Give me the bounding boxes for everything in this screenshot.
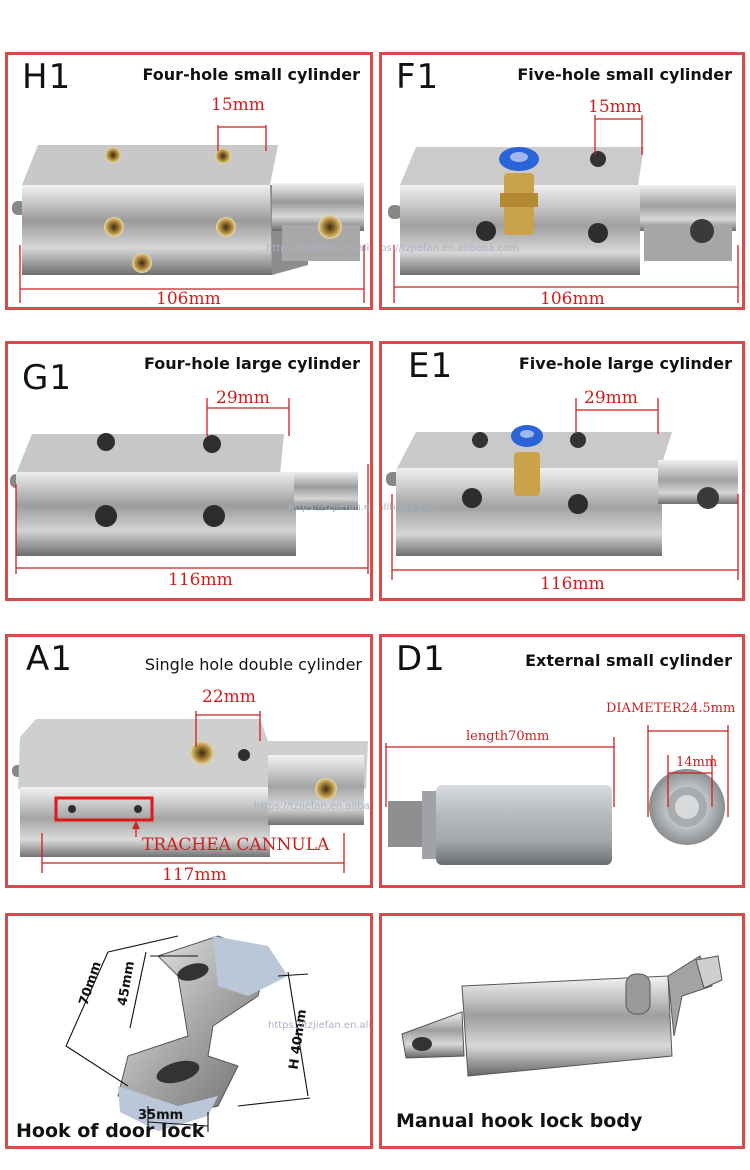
panel-f1: F1 Five-hole small cylinder 15mm 106mm h… <box>379 52 745 310</box>
manual-hook-lock-illustration <box>401 955 723 1077</box>
watermark: https://tzjiefan.en.alibaba.com <box>268 1020 372 1031</box>
panel-code: A1 <box>26 639 73 679</box>
hole-spacing-label: 15mm <box>211 95 265 115</box>
panel-manual-hook-lock-body: Manual hook lock body <box>379 913 745 1149</box>
f1-cylinder-illustration <box>388 115 739 303</box>
hole-spacing-label: 29mm <box>216 388 270 408</box>
watermark: https://tzjiefan.en.alibaba.com <box>254 801 370 812</box>
panel-a1: A1 Single hole double cylinder 22mm TRAC… <box>5 634 373 888</box>
inner-diameter-label: 14mm <box>676 755 718 770</box>
watermark: https://tzjiefan.en.alibaba.com <box>379 243 519 254</box>
length-label: 116mm <box>540 574 605 594</box>
a1-cylinder-illustration <box>12 711 368 873</box>
panel-code: H1 <box>22 57 72 97</box>
d1-cylinder-illustration <box>385 725 729 865</box>
panel-h1: H1 Four-hole small cylinder 15mm 106mm h… <box>5 52 373 310</box>
panel-title: External small cylinder <box>525 651 732 670</box>
panel-title: Four-hole large cylinder <box>144 354 360 373</box>
panel-code: D1 <box>396 639 446 679</box>
hole-spacing-label: 22mm <box>202 687 256 707</box>
hole-spacing-label: 29mm <box>584 388 638 408</box>
length-label: 106mm <box>540 289 605 309</box>
watermark: https://tzjiefan.en.alibaba.com <box>266 243 370 254</box>
diameter-label: DIAMETER24.5mm <box>606 701 736 716</box>
panel-code: F1 <box>396 57 440 97</box>
length-label: 116mm <box>168 570 233 590</box>
panel-g1: G1 Four-hole large cylinder 29mm 116mm h… <box>5 341 373 601</box>
dimension-35mm: 35mm <box>138 1108 184 1123</box>
panel-title: Five-hole small cylinder <box>517 65 732 84</box>
hole-spacing-label: 15mm <box>588 97 642 117</box>
panel-e1: E1 Five-hole large cylinder 29mm 116mm h… <box>379 341 745 601</box>
panel-hook-of-door-lock: 70mm 45mm H 40mm 35mm Hook of door lock … <box>5 913 373 1149</box>
h1-cylinder-illustration <box>12 125 365 303</box>
watermark: https://tzjiefan.en.alibaba.com <box>288 502 371 513</box>
length-label: 117mm <box>162 865 227 885</box>
panel-caption: Hook of door lock <box>16 1120 205 1142</box>
door-hook-illustration <box>65 935 311 1132</box>
panel-caption: Manual hook lock body <box>396 1110 643 1132</box>
length-label: length70mm <box>466 729 550 744</box>
panel-d1: D1 External small cylinder length70mm DI… <box>379 634 745 888</box>
g1-cylinder-illustration <box>10 398 369 574</box>
panel-code: E1 <box>408 346 454 386</box>
length-label: 106mm <box>156 289 221 309</box>
trachea-cannula-callout: TRACHEA CANNULA <box>142 835 330 855</box>
panel-code: G1 <box>22 358 72 398</box>
panel-title: Five-hole large cylinder <box>518 354 732 373</box>
watermark: https://tzjiefan.en.alibaba.com <box>382 502 439 513</box>
panel-title: Single hole double cylinder <box>144 655 362 674</box>
e1-cylinder-illustration <box>386 398 739 580</box>
panel-title: Four-hole small cylinder <box>142 65 360 84</box>
